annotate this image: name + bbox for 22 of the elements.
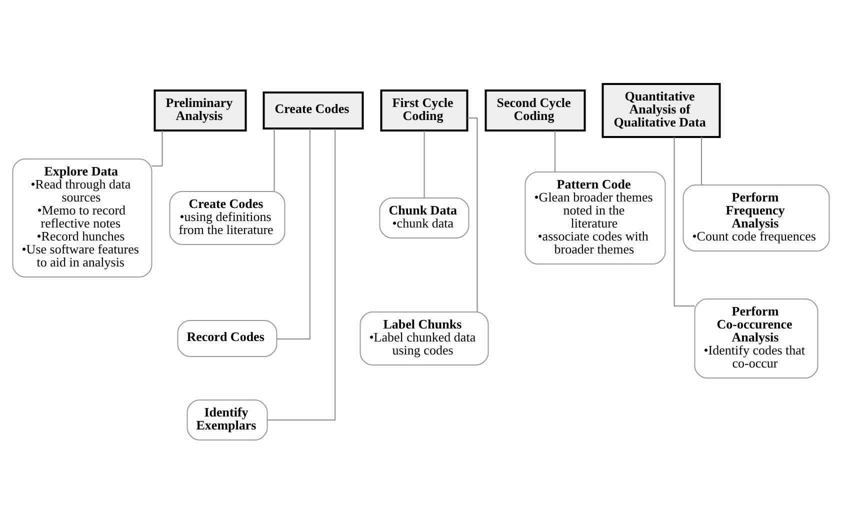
node-box: Second Cycle Coding <box>484 89 586 131</box>
node-box: Explore Data •Read through data sources •Memo to record reflective notes •Record hunches •Use software features to aid in analysis <box>12 158 152 277</box>
connector <box>701 136 702 185</box>
connector <box>274 128 275 192</box>
connector <box>266 128 336 420</box>
node-box: Chunk Data •chunk data <box>379 197 470 238</box>
node-box: Create Codes <box>262 91 364 129</box>
node-box: Identify Exemplars <box>186 399 268 440</box>
node-box: Pattern Code •Glean broader themes noted in the literature •associate codes with broader themes <box>524 171 666 264</box>
node-box: Perform Frequency Analysis •Count code frequences <box>682 184 830 251</box>
node-box: Label Chunks •Label chunked data using codes <box>360 311 489 365</box>
connector <box>467 117 478 312</box>
node-box: Record Codes <box>177 320 278 356</box>
node-box: Quantitative Analysis of Qualitative Data <box>602 82 721 138</box>
node-box: First Cycle Coding <box>380 89 468 131</box>
connector <box>424 130 425 198</box>
node-box: Preliminary Analysis <box>154 89 247 131</box>
connector <box>276 128 310 339</box>
connector <box>554 130 556 172</box>
node-box: Perform Co-occurence Analysis •Identify codes that co-occur <box>694 298 818 378</box>
node-box: Create Codes •using definitions from the literature <box>169 190 286 244</box>
connector <box>674 136 696 306</box>
